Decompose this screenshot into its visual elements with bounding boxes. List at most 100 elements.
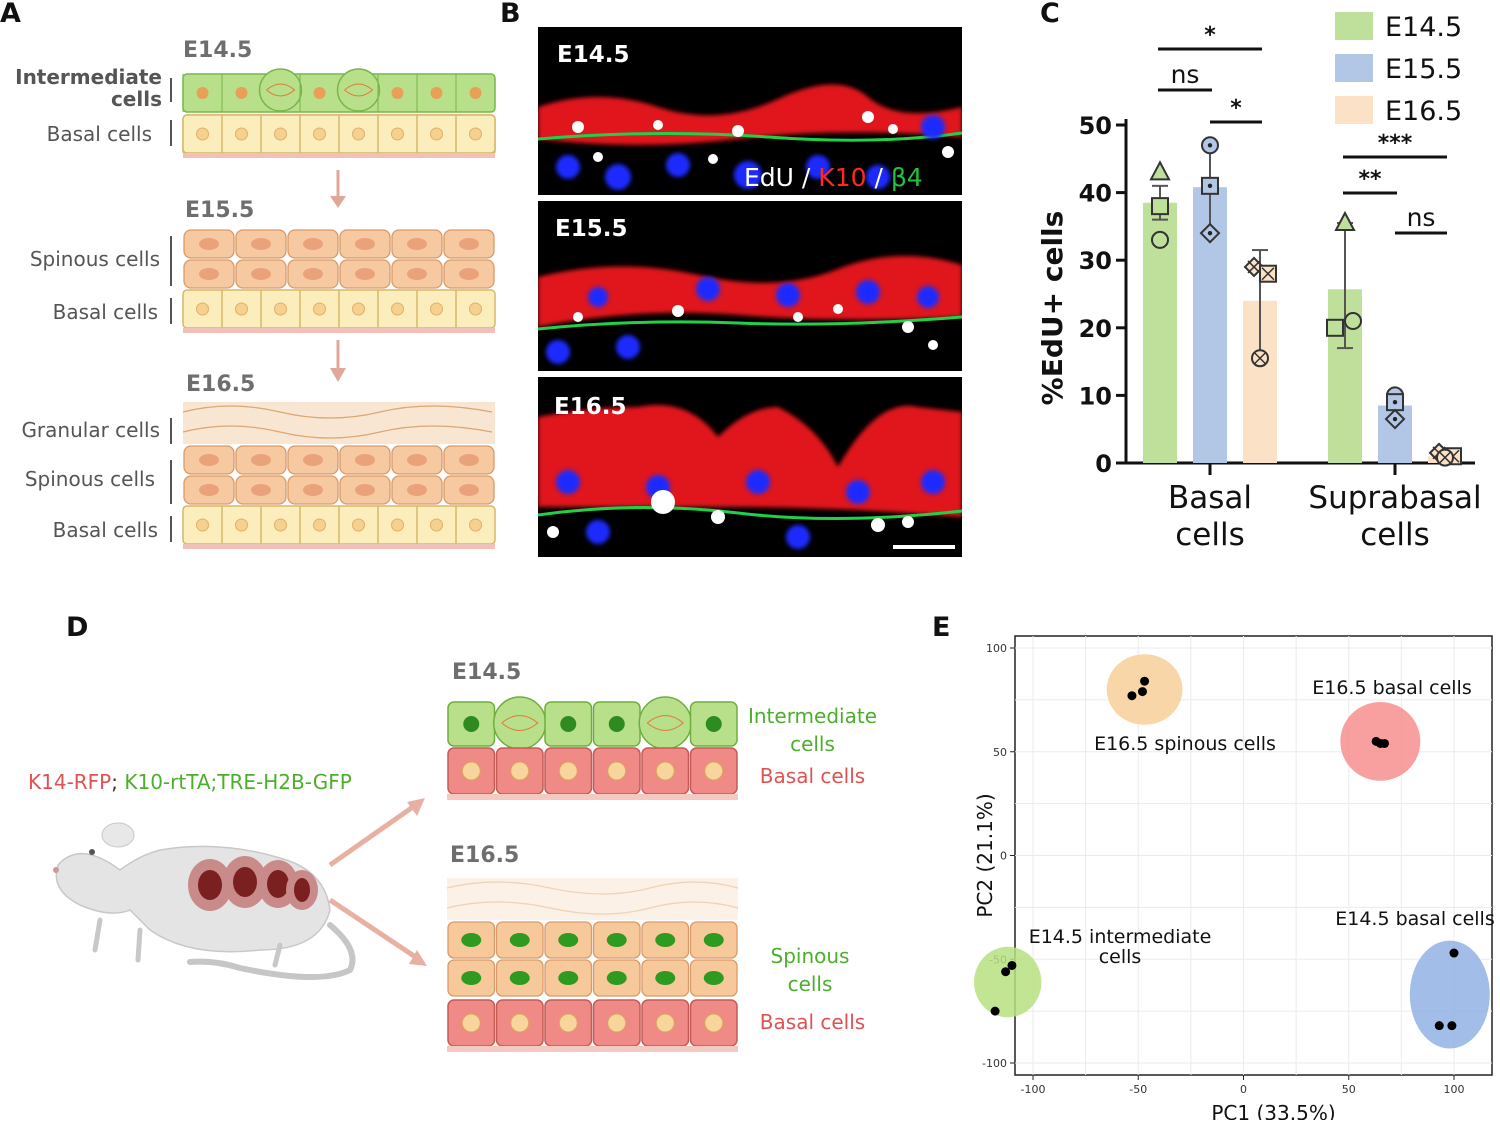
nucleus <box>355 484 375 496</box>
cluster-label: E14.5 intermediate <box>1029 926 1212 948</box>
nucleus <box>313 302 326 316</box>
arrow-head <box>330 368 346 382</box>
data-point <box>1344 312 1362 331</box>
sample-point <box>1127 691 1137 701</box>
nucleus <box>655 1013 675 1033</box>
sample-point <box>1380 738 1390 748</box>
cluster-ellipse <box>974 946 1042 1018</box>
legend-swatch <box>1335 54 1373 82</box>
nucleus <box>313 127 326 141</box>
basal-cells-label-2: Basal cells <box>52 300 158 324</box>
nucleus <box>196 302 209 316</box>
bracket <box>170 460 172 504</box>
basement-membrane <box>183 544 495 549</box>
nucleus-gfp <box>606 971 627 985</box>
sample-point <box>990 1006 1000 1016</box>
nucleus <box>274 302 287 316</box>
nucleus <box>303 454 323 466</box>
y-tick-label: 30 <box>1079 247 1112 275</box>
sample-point <box>1449 948 1459 958</box>
stain-legend: EdU / K10 / β4 <box>744 163 923 192</box>
mouse-illustration <box>53 822 356 980</box>
sample-point <box>1140 676 1150 686</box>
y-tick-label: 0 <box>1095 450 1112 478</box>
legend-label: E14.5 <box>1385 12 1462 43</box>
nucleus <box>459 454 479 466</box>
nucleus <box>199 238 219 250</box>
data-point-x <box>1247 260 1261 274</box>
panel-b-letter: B <box>500 0 521 29</box>
data-point <box>1326 318 1344 337</box>
stage-label-e14: E14.5 <box>183 38 253 63</box>
bracket <box>170 418 172 444</box>
nucleus <box>469 127 482 141</box>
mitotic-cell <box>258 68 303 112</box>
nucleus <box>303 268 323 280</box>
nucleus-gfp <box>606 933 627 947</box>
data-point-x <box>1438 451 1452 465</box>
cluster-ellipse <box>1409 940 1490 1049</box>
nucleus <box>469 87 482 99</box>
spindle <box>266 83 296 97</box>
nucleus <box>313 518 326 532</box>
y-axis-label: PC2 (21.1%) <box>973 793 997 917</box>
nucleus <box>430 518 443 532</box>
d-spinous-label: Spinous cells <box>770 944 850 996</box>
significance-label: * <box>1230 96 1242 121</box>
x-tick-label: Basal <box>1168 480 1252 516</box>
cluster-label: cells <box>1099 946 1142 968</box>
significance-label: ** <box>1358 167 1382 192</box>
nucleus <box>235 518 248 532</box>
d-intermediate-label: Intermediate cells <box>747 704 878 756</box>
nucleus <box>704 1013 724 1033</box>
stain-b4: β4 <box>890 163 923 192</box>
legend-swatch <box>1335 12 1373 40</box>
nucleus <box>459 238 479 250</box>
legend-label: E16.5 <box>1385 96 1462 127</box>
data-point <box>1149 160 1171 181</box>
nucleus <box>235 127 248 141</box>
nucleus-gfp <box>463 716 480 732</box>
nucleus <box>352 127 365 141</box>
nucleus <box>430 302 443 316</box>
arrow-line <box>328 799 422 868</box>
x-tick-label: -100 <box>1021 1083 1046 1096</box>
nucleus <box>558 761 578 781</box>
nucleus <box>704 761 724 781</box>
nucleus <box>355 268 375 280</box>
nucleus <box>558 1013 578 1033</box>
legend-label: E15.5 <box>1385 54 1462 85</box>
data-point-dot <box>1207 183 1213 189</box>
nucleus <box>199 454 219 466</box>
bracket <box>170 78 172 102</box>
nucleus <box>407 454 427 466</box>
nucleus <box>196 127 209 141</box>
nucleus-gfp <box>461 971 482 985</box>
data-point-x <box>1253 351 1267 365</box>
genotype-k10: K10-rtTA;TRE-H2B-GFP <box>124 770 352 794</box>
y-tick-label: 50 <box>993 746 1007 759</box>
nucleus <box>461 761 481 781</box>
y-tick-label: 20 <box>1079 315 1112 343</box>
significance-label: * <box>1204 23 1216 48</box>
x-tick-label: 50 <box>1342 1083 1356 1096</box>
arrow-line <box>328 897 422 963</box>
data-point-dot <box>1392 399 1398 405</box>
sample-point <box>1137 687 1147 697</box>
nucleus <box>199 484 219 496</box>
micrograph-label-e16: E16.5 <box>554 394 627 420</box>
d-basal-label-1: Basal cells <box>759 764 866 788</box>
nucleus <box>510 1013 530 1033</box>
panel-a-letter: A <box>0 0 21 29</box>
y-tick-label: 40 <box>1079 180 1112 208</box>
nucleus-gfp <box>558 971 579 985</box>
nucleus-gfp <box>703 933 724 947</box>
basement-membrane <box>183 153 495 158</box>
basal-cells-label-1: Basal cells <box>46 122 152 146</box>
y-tick-label: 50 <box>1079 112 1112 140</box>
nucleus <box>391 518 404 532</box>
basement-membrane <box>183 328 495 333</box>
nucleus-gfp <box>655 933 676 947</box>
data-point <box>1151 197 1169 216</box>
intermediate-cells-label: Intermediate cells <box>15 65 162 111</box>
